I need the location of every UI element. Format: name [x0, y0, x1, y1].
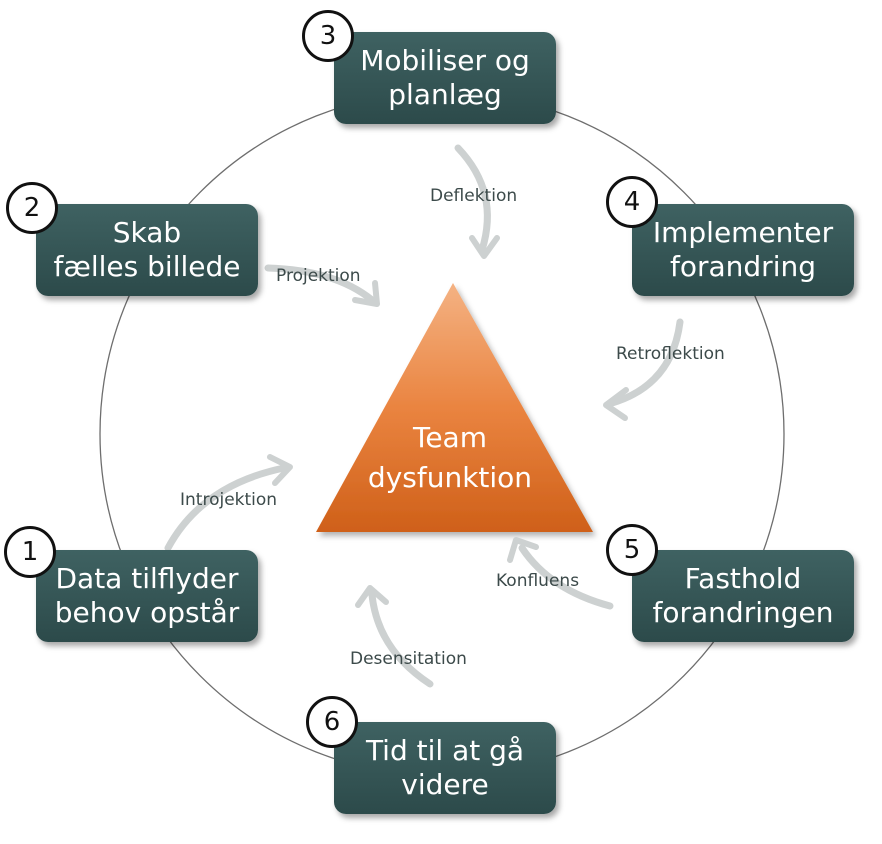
step-3-number: 3	[319, 21, 337, 51]
step-6-number-badge: 6	[306, 696, 358, 748]
deflection-arrowhead	[469, 235, 500, 259]
step-1-number-badge: 1	[4, 526, 56, 578]
introjection-label: Introjektion	[180, 490, 278, 510]
step-1-number: 1	[21, 537, 39, 567]
retroflection-label: Retroflektion	[616, 344, 725, 364]
step-3-line1: Mobiliser og	[360, 44, 530, 77]
projection-arrowhead	[352, 280, 380, 307]
step-4-number: 4	[623, 187, 641, 217]
step-4-number-badge: 4	[606, 176, 658, 228]
step-6-line2: videre	[401, 768, 489, 801]
step-6-box: Tid til at gå videre	[334, 722, 556, 814]
deflection-label: Deflektion	[430, 186, 518, 206]
introjection-arrow	[164, 464, 288, 552]
projection-label: Projektion	[276, 266, 361, 286]
step-4-line2: forandring	[670, 250, 816, 283]
center-label-line1: Team	[412, 421, 487, 454]
step-5-number-badge: 5	[606, 524, 658, 576]
step-6-line1: Tid til at gå	[365, 734, 525, 767]
confluence-arrow	[518, 544, 614, 610]
step-6-number: 6	[323, 707, 341, 737]
projection-arrow	[264, 264, 376, 304]
retroflection-arrowhead	[603, 387, 629, 421]
step-4-box: Implementer forandring	[632, 204, 854, 296]
step-2-number-badge: 2	[6, 182, 58, 234]
step-3-box: Mobiliser og planlæg	[334, 32, 556, 124]
center-label-line2: dysfunktion	[367, 461, 533, 494]
step-1-box: Data tilflyder behov opstår	[36, 550, 258, 642]
desensitization-label: Desensitation	[350, 649, 467, 669]
step-2-number: 2	[23, 193, 41, 223]
retroflection-arrow	[608, 318, 684, 407]
step-3-line2: planlæg	[388, 78, 502, 111]
confluence-label: Konfluens	[496, 571, 580, 591]
deflection-arrow	[454, 144, 491, 254]
step-1-line1: Data tilflyder	[55, 562, 239, 595]
desensitization-arrowhead	[355, 585, 389, 608]
confluence-arrowhead	[507, 537, 539, 563]
step-4-line1: Implementer	[652, 216, 834, 249]
step-2-box: Skab fælles billede	[36, 204, 258, 296]
team-dysfunction-triangle	[316, 283, 593, 532]
step-1-line2: behov opstår	[54, 596, 240, 629]
step-5-box: Fasthold forandringen	[632, 550, 854, 642]
step-5-line2: forandringen	[652, 596, 834, 629]
step-2-line2: fælles billede	[53, 250, 241, 283]
step-5-line1: Fasthold	[684, 562, 802, 595]
step-2-line1: Skab	[112, 216, 182, 249]
step-5-number: 5	[623, 535, 641, 565]
introjection-arrowhead	[267, 454, 293, 486]
step-3-number-badge: 3	[302, 10, 354, 62]
desensitization-arrow	[368, 591, 434, 688]
center-label: Team dysfunktion	[340, 418, 560, 498]
